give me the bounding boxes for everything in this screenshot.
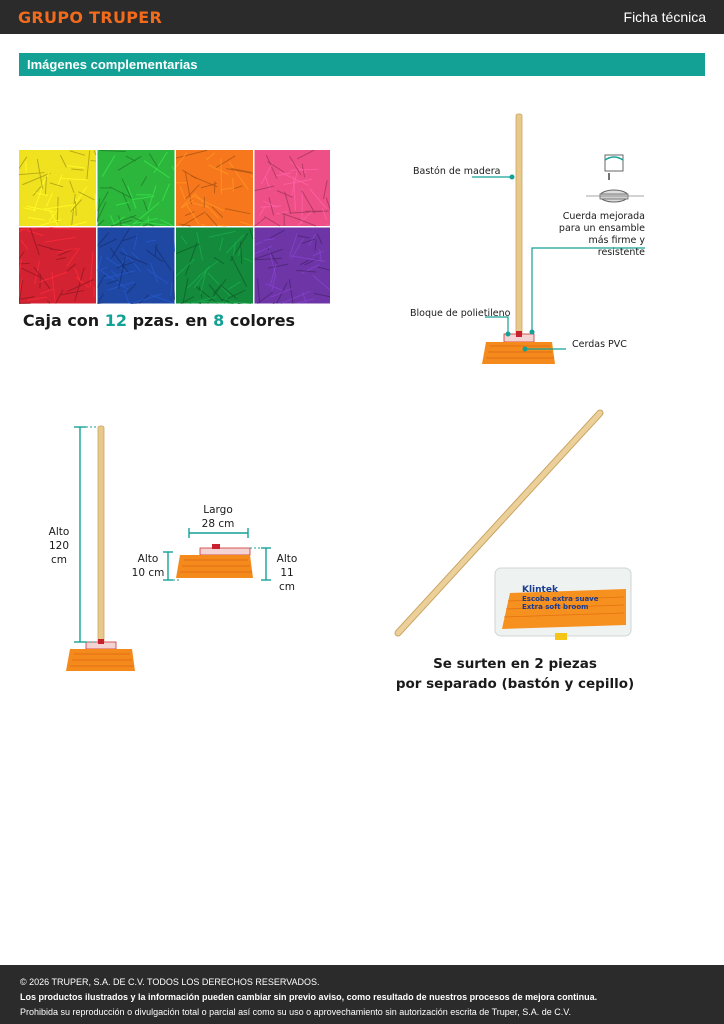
footer-copyright: © 2026 TRUPER, S.A. DE C.V. TODOS LOS DE…: [20, 977, 320, 987]
document-type: Ficha técnica: [623, 9, 706, 25]
pieces-caption: Se surten en 2 piezas por separado (bast…: [395, 656, 635, 692]
pieces-illustration: [394, 409, 632, 640]
label-block: Bloque de polietileno: [410, 308, 511, 319]
section-title: Imágenes complementarias: [19, 53, 705, 76]
color-swatch: [97, 150, 175, 227]
broom-parts-illustration: [472, 113, 645, 364]
header-bar: GRUPO TRUPER Ficha técnica: [0, 0, 724, 34]
color-swatch: [175, 149, 254, 227]
package-label: Klintek Escoba extra suave Extra soft br…: [522, 585, 599, 611]
color-swatch: [254, 227, 332, 304]
broom-dimensions-illustration: [66, 425, 271, 671]
footer: © 2026 TRUPER, S.A. DE C.V. TODOS LOS DE…: [0, 965, 724, 1024]
colors-caption: Caja con 12 pzas. en 8 colores: [22, 311, 296, 330]
label-handle: Bastón de madera: [413, 166, 501, 177]
color-swatch: [97, 227, 175, 304]
color-swatch: [175, 227, 254, 304]
color-swatch: [254, 149, 332, 227]
footer-notice: Los productos ilustrados y la informació…: [20, 992, 598, 1002]
footer-legal: Prohibida su reproducción o divulgación …: [20, 1007, 571, 1017]
bristle-colors-image: [18, 149, 332, 304]
label-rope: Cuerda mejorada para un ensamble más fir…: [558, 211, 645, 258]
packaged-broom-head: [494, 567, 632, 640]
color-swatch: [18, 150, 97, 227]
color-swatch: [18, 227, 96, 304]
label-bristles: Cerdas PVC: [572, 339, 627, 350]
color-swatch-grid: [18, 149, 332, 304]
rope-detail-icon: [586, 154, 644, 203]
brand-logo: GRUPO TRUPER: [18, 8, 163, 27]
